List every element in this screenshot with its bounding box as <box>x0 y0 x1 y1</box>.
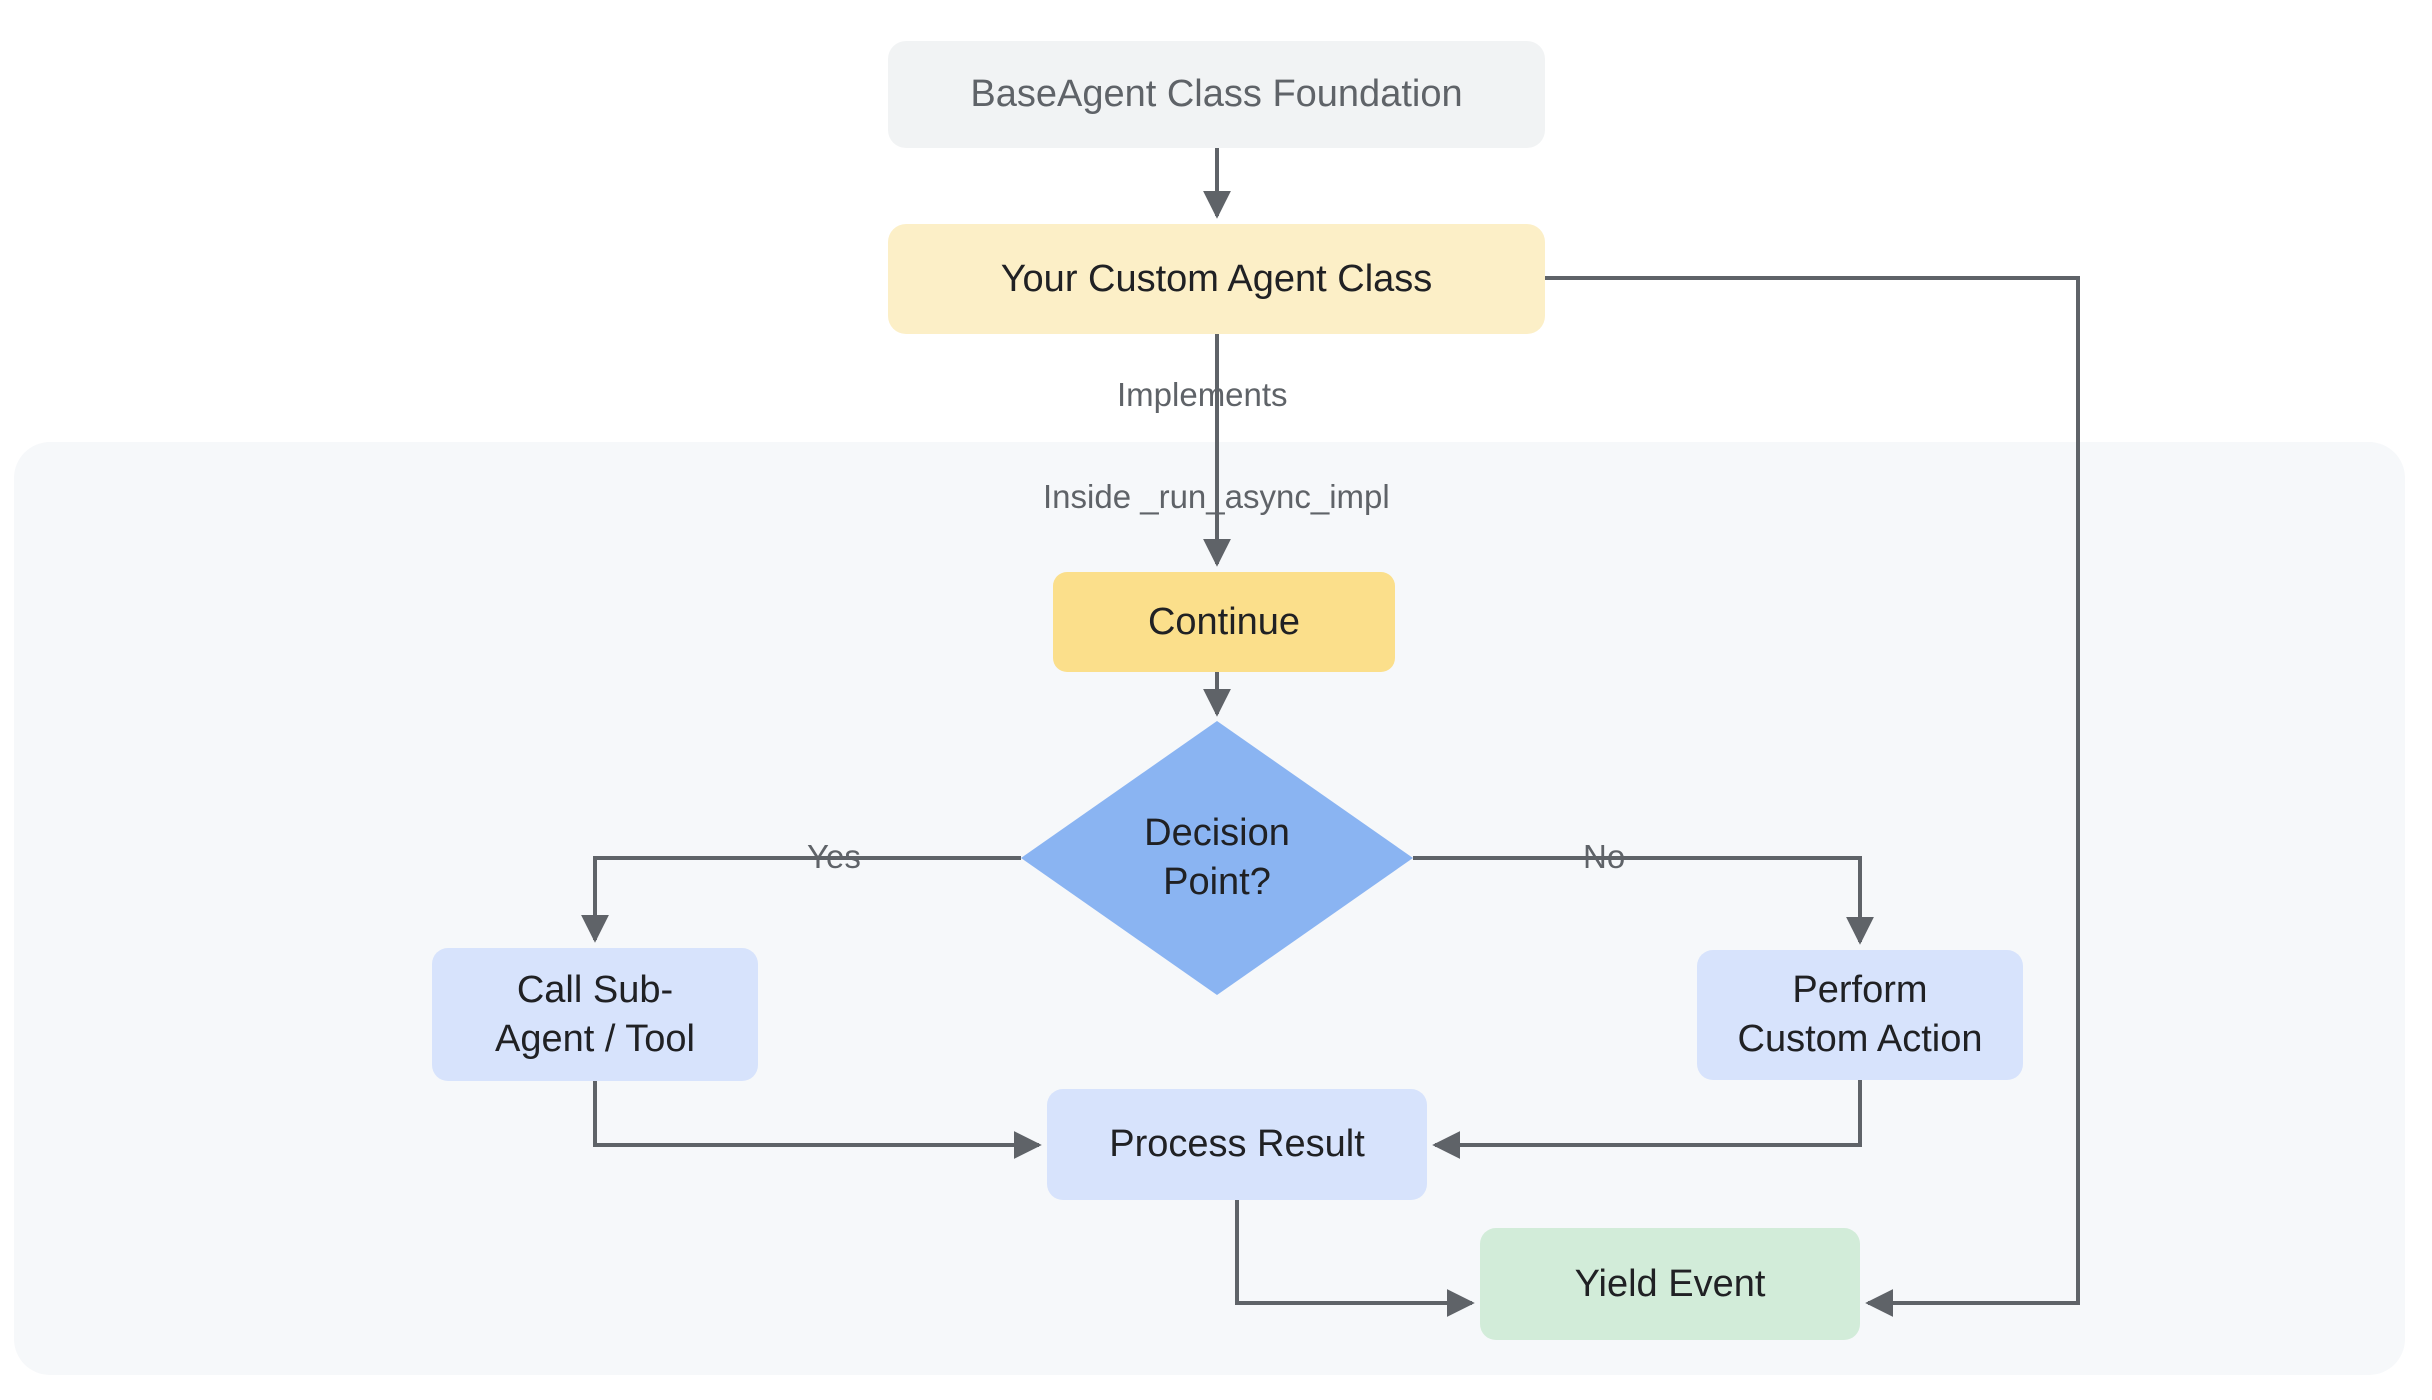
node-base-agent-class-foundation[interactable]: BaseAgent Class Foundation <box>888 41 1545 148</box>
node-continue[interactable]: Continue <box>1053 572 1395 672</box>
node-process-result[interactable]: Process Result <box>1047 1089 1427 1200</box>
node-call-sub-agent-tool[interactable]: Call Sub- Agent / Tool <box>432 948 758 1081</box>
edge-label-no: No <box>1583 838 1626 875</box>
decision-point-label: Decision Point? <box>1144 811 1290 903</box>
node-yield-event[interactable]: Yield Event <box>1480 1228 1860 1340</box>
edge-label-yes: Yes <box>807 838 861 875</box>
edge-label-inside-run-async-impl: Inside _run_async_impl <box>1043 478 1390 515</box>
node-your-custom-agent-class[interactable]: Your Custom Agent Class <box>888 224 1545 334</box>
node-decision-point[interactable]: Decision Point? <box>1021 721 1413 995</box>
edge-label-implements: Implements <box>1117 376 1288 413</box>
node-perform-custom-action[interactable]: Perform Custom Action <box>1697 950 2023 1080</box>
